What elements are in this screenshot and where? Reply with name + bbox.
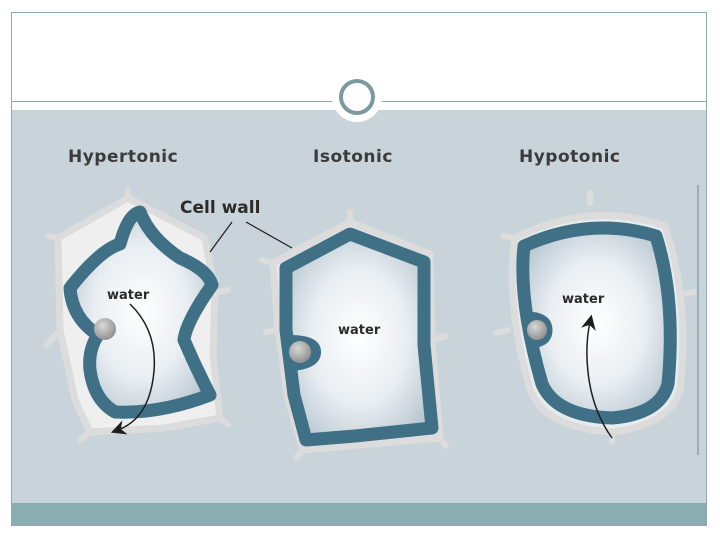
hypertonic-water-arrow [110, 303, 156, 435]
footer-band [12, 503, 706, 525]
isotonic-membrane [279, 227, 439, 447]
hypertonic-membrane [63, 205, 219, 419]
isotonic-water-label: water [338, 323, 381, 338]
hypertonic-wall-spikes [43, 187, 231, 443]
hypotonic-nucleus-membrane [525, 311, 553, 349]
cell-wall-pointer-left [209, 221, 233, 253]
isotonic-wall-spikes [259, 209, 449, 461]
label-isotonic: Isotonic [313, 147, 393, 167]
isotonic-cell: water [259, 209, 449, 461]
ornament-circle [339, 79, 375, 115]
hypotonic-membrane [516, 221, 677, 425]
isotonic-nucleus-membrane [289, 335, 322, 371]
cell-wall-pointer-right [245, 221, 293, 249]
label-hypertonic: Hypertonic [68, 147, 179, 167]
hypertonic-cell: water [43, 187, 231, 443]
cell-wall-label: Cell wall [180, 198, 260, 218]
label-hypotonic: Hypotonic [519, 147, 621, 167]
hypotonic-cell: water [493, 190, 697, 445]
hypotonic-water-label: water [562, 292, 605, 307]
hypertonic-nucleus [94, 318, 116, 340]
cell-wall-callout: Cell wall [180, 198, 293, 253]
hypotonic-water-arrow [581, 314, 613, 439]
hypotonic-wall-spikes [493, 190, 697, 445]
hypertonic-water-label: water [107, 288, 150, 303]
hypotonic-nucleus [527, 320, 547, 340]
isotonic-nucleus [289, 341, 311, 363]
